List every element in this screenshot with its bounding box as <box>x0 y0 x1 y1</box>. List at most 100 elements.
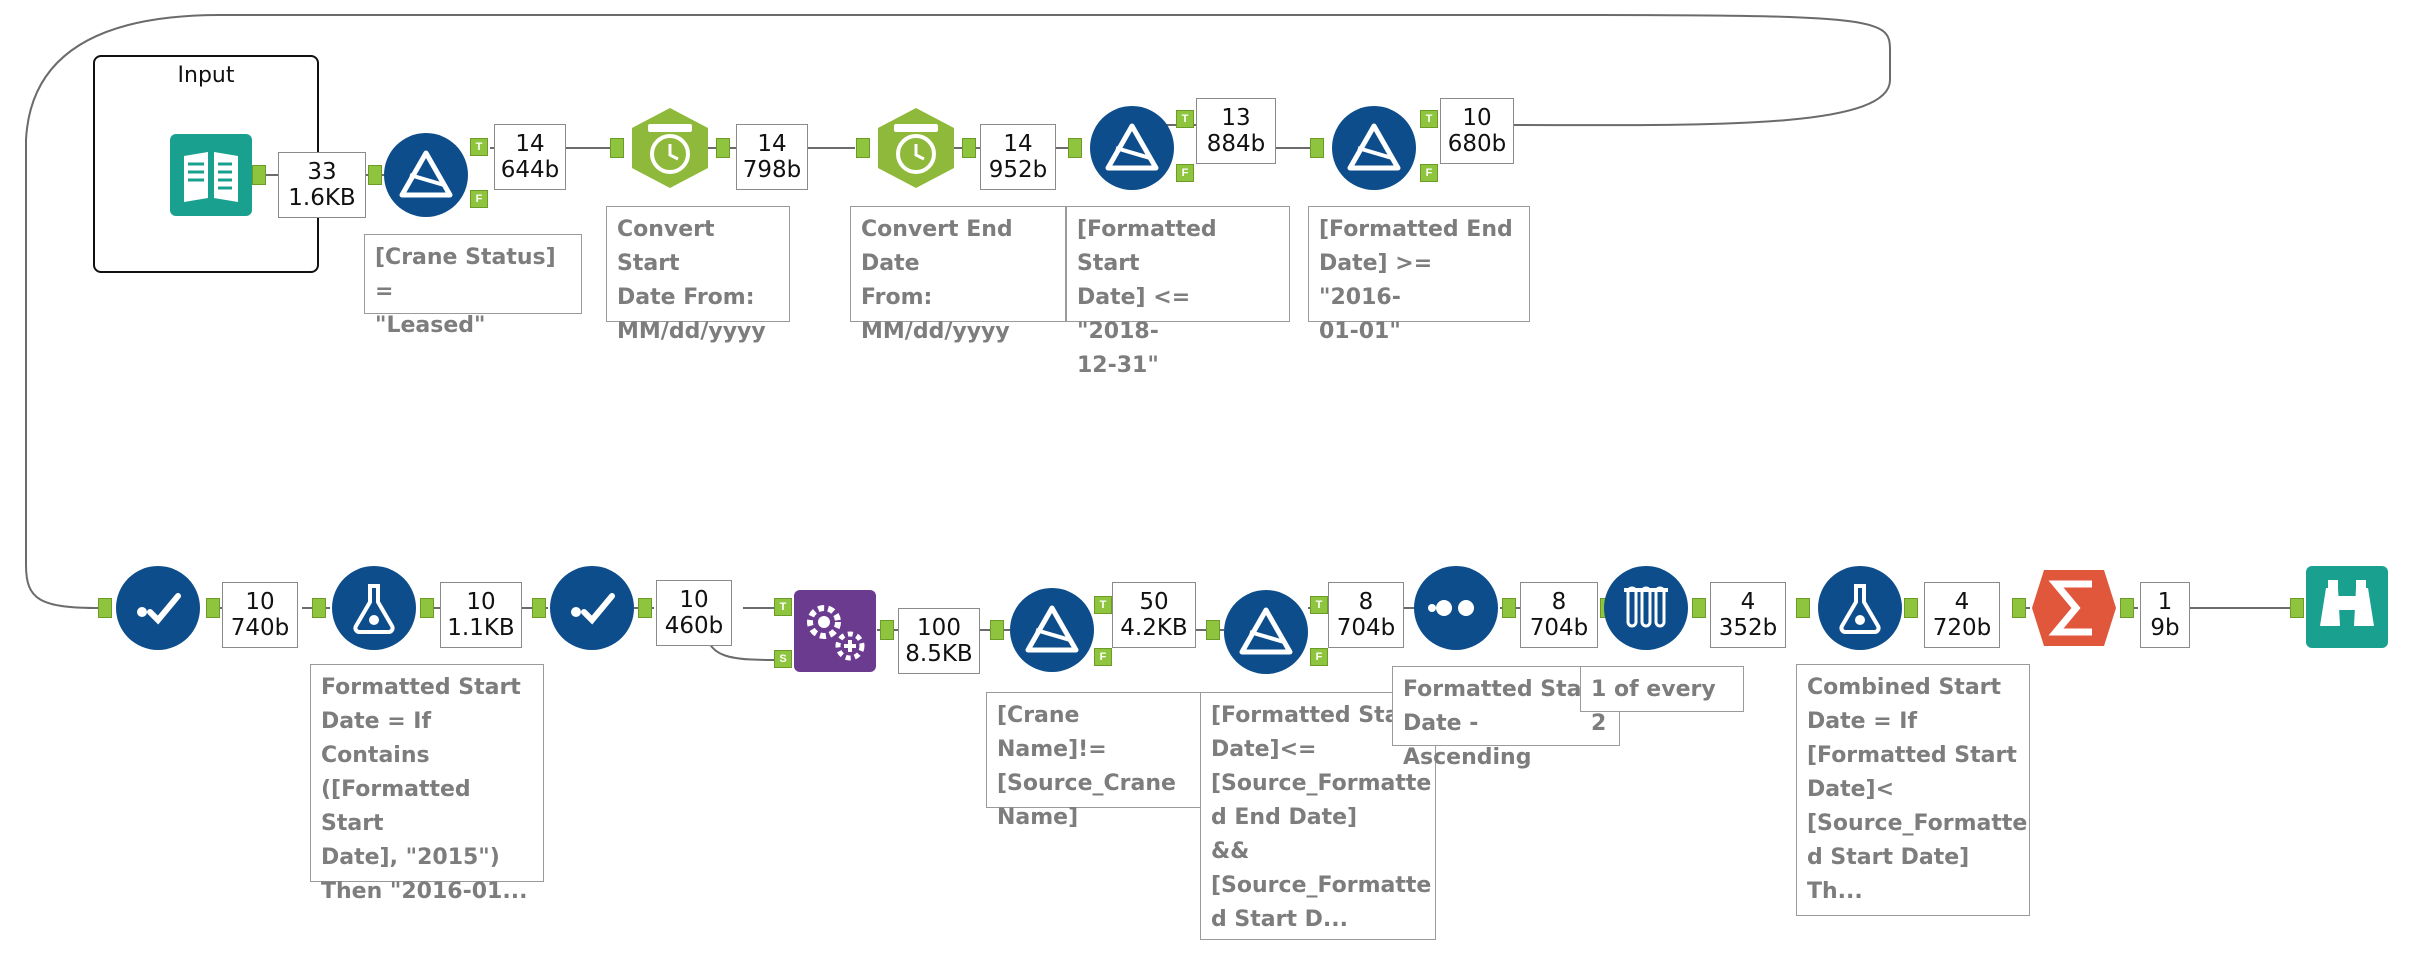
summarize-tool[interactable] <box>2032 566 2116 650</box>
record-size: 1.6KB <box>288 185 356 211</box>
select-check-icon <box>137 593 181 625</box>
record-count: 100 <box>917 615 961 641</box>
record-count: 4 <box>1740 589 1756 615</box>
sort-dots-icon <box>1428 600 1474 616</box>
record-count-box: 14 644b <box>494 124 566 190</box>
input-anchor[interactable] <box>856 138 870 158</box>
record-count-box: 10 1.1KB <box>440 582 522 648</box>
true-anchor[interactable]: T <box>1094 596 1112 614</box>
sort-tool[interactable] <box>1414 566 1498 650</box>
input-anchor[interactable] <box>532 598 546 618</box>
input-anchor[interactable] <box>368 165 382 185</box>
record-count: 13 <box>1221 105 1251 131</box>
output-anchor[interactable] <box>962 138 976 158</box>
record-count: 33 <box>307 159 337 185</box>
tool-annotation: Formatted Start Date = If Contains ([For… <box>310 664 544 904</box>
true-label: T <box>475 141 483 153</box>
select-tool[interactable] <box>550 566 634 650</box>
input-anchor[interactable] <box>1206 620 1220 640</box>
true-anchor[interactable]: T <box>1420 110 1438 128</box>
false-label: F <box>1099 651 1107 663</box>
output-anchor[interactable] <box>1502 598 1516 618</box>
record-size: 680b <box>1447 131 1507 157</box>
datetime-tool[interactable] <box>628 106 712 190</box>
false-anchor[interactable]: F <box>1176 164 1194 182</box>
record-count-box: 8 704b <box>1328 582 1404 648</box>
source-anchor[interactable]: S <box>774 650 792 668</box>
input-tool[interactable] <box>170 134 252 216</box>
tool-annotation: Convert End Date From: MM/dd/yyyy <box>850 206 1066 344</box>
input-anchor[interactable] <box>2290 598 2304 618</box>
record-size: 740b <box>230 615 290 641</box>
output-anchor[interactable] <box>1692 598 1706 618</box>
record-size: 644b <box>500 157 560 183</box>
tool-annotation: Convert Start Date From: MM/dd/yyyy <box>606 206 790 344</box>
record-size: 9b <box>2150 615 2180 641</box>
output-anchor[interactable] <box>880 620 894 640</box>
record-count: 14 <box>1003 131 1033 157</box>
append-fields-tool[interactable] <box>794 590 876 672</box>
false-label: F <box>1315 651 1323 663</box>
record-count-box: 4 720b <box>1924 582 2000 648</box>
record-count-box: 14 798b <box>736 124 808 190</box>
record-count-box: 10 740b <box>222 582 298 648</box>
filter-tool[interactable] <box>1224 590 1308 674</box>
browse-tool[interactable] <box>2306 566 2388 648</box>
record-size: 884b <box>1206 131 1266 157</box>
record-size: 352b <box>1718 615 1778 641</box>
true-anchor[interactable]: T <box>470 138 488 156</box>
filter-tool[interactable] <box>384 133 468 217</box>
input-anchor[interactable] <box>610 138 624 158</box>
input-anchor[interactable] <box>990 620 1004 640</box>
output-anchor[interactable] <box>206 598 220 618</box>
true-anchor[interactable]: T <box>1176 110 1194 128</box>
input-anchor[interactable] <box>1310 138 1324 158</box>
output-anchor[interactable] <box>252 165 266 185</box>
filter-tool[interactable] <box>1090 106 1174 190</box>
output-anchor[interactable] <box>1904 598 1918 618</box>
browse-binoculars-icon <box>2320 580 2374 626</box>
false-anchor[interactable]: F <box>1310 648 1328 666</box>
filter-triangle-icon <box>1239 607 1293 655</box>
true-label: T <box>1181 113 1189 125</box>
datetime-tool[interactable] <box>874 106 958 190</box>
record-count-box: 13 884b <box>1196 98 1276 164</box>
filter-tool[interactable] <box>1332 106 1416 190</box>
false-anchor[interactable]: F <box>1420 164 1438 182</box>
target-anchor[interactable]: T <box>774 598 792 616</box>
output-anchor[interactable] <box>638 598 652 618</box>
true-label: T <box>1099 599 1107 611</box>
false-anchor[interactable]: F <box>470 190 488 208</box>
record-count: 8 <box>1358 589 1374 615</box>
formula-tool[interactable] <box>332 566 416 650</box>
record-count-box: 8 704b <box>1520 582 1598 648</box>
record-size: 704b <box>1336 615 1396 641</box>
formula-tool[interactable] <box>1818 566 1902 650</box>
filter-triangle-icon <box>1025 605 1079 653</box>
input-anchor[interactable] <box>312 598 326 618</box>
input-anchor[interactable] <box>1796 598 1810 618</box>
true-anchor[interactable]: T <box>1310 596 1328 614</box>
record-count: 10 <box>466 589 496 615</box>
input-anchor[interactable] <box>2012 598 2026 618</box>
output-anchor[interactable] <box>2120 598 2134 618</box>
record-size: 1.1KB <box>447 615 515 641</box>
output-anchor[interactable] <box>716 138 730 158</box>
false-label: F <box>475 193 483 205</box>
target-label: T <box>779 601 787 613</box>
filter-tool[interactable] <box>1010 588 1094 672</box>
tool-annotation: [Formatted End Date] >= "2016- 01-01" <box>1308 206 1530 344</box>
output-anchor[interactable] <box>420 598 434 618</box>
record-count: 14 <box>757 131 787 157</box>
filter-triangle-icon <box>1105 123 1159 171</box>
sample-tool[interactable] <box>1604 566 1688 650</box>
select-tool[interactable] <box>116 566 200 650</box>
input-anchor[interactable] <box>1068 138 1082 158</box>
record-count-box: 1 9b <box>2140 582 2190 648</box>
true-label: T <box>1315 599 1323 611</box>
input-anchor[interactable] <box>98 598 112 618</box>
false-anchor[interactable]: F <box>1094 648 1112 666</box>
record-count-box: 33 1.6KB <box>278 152 366 218</box>
tool-annotation: [Crane Status] = "Leased" <box>364 234 582 338</box>
